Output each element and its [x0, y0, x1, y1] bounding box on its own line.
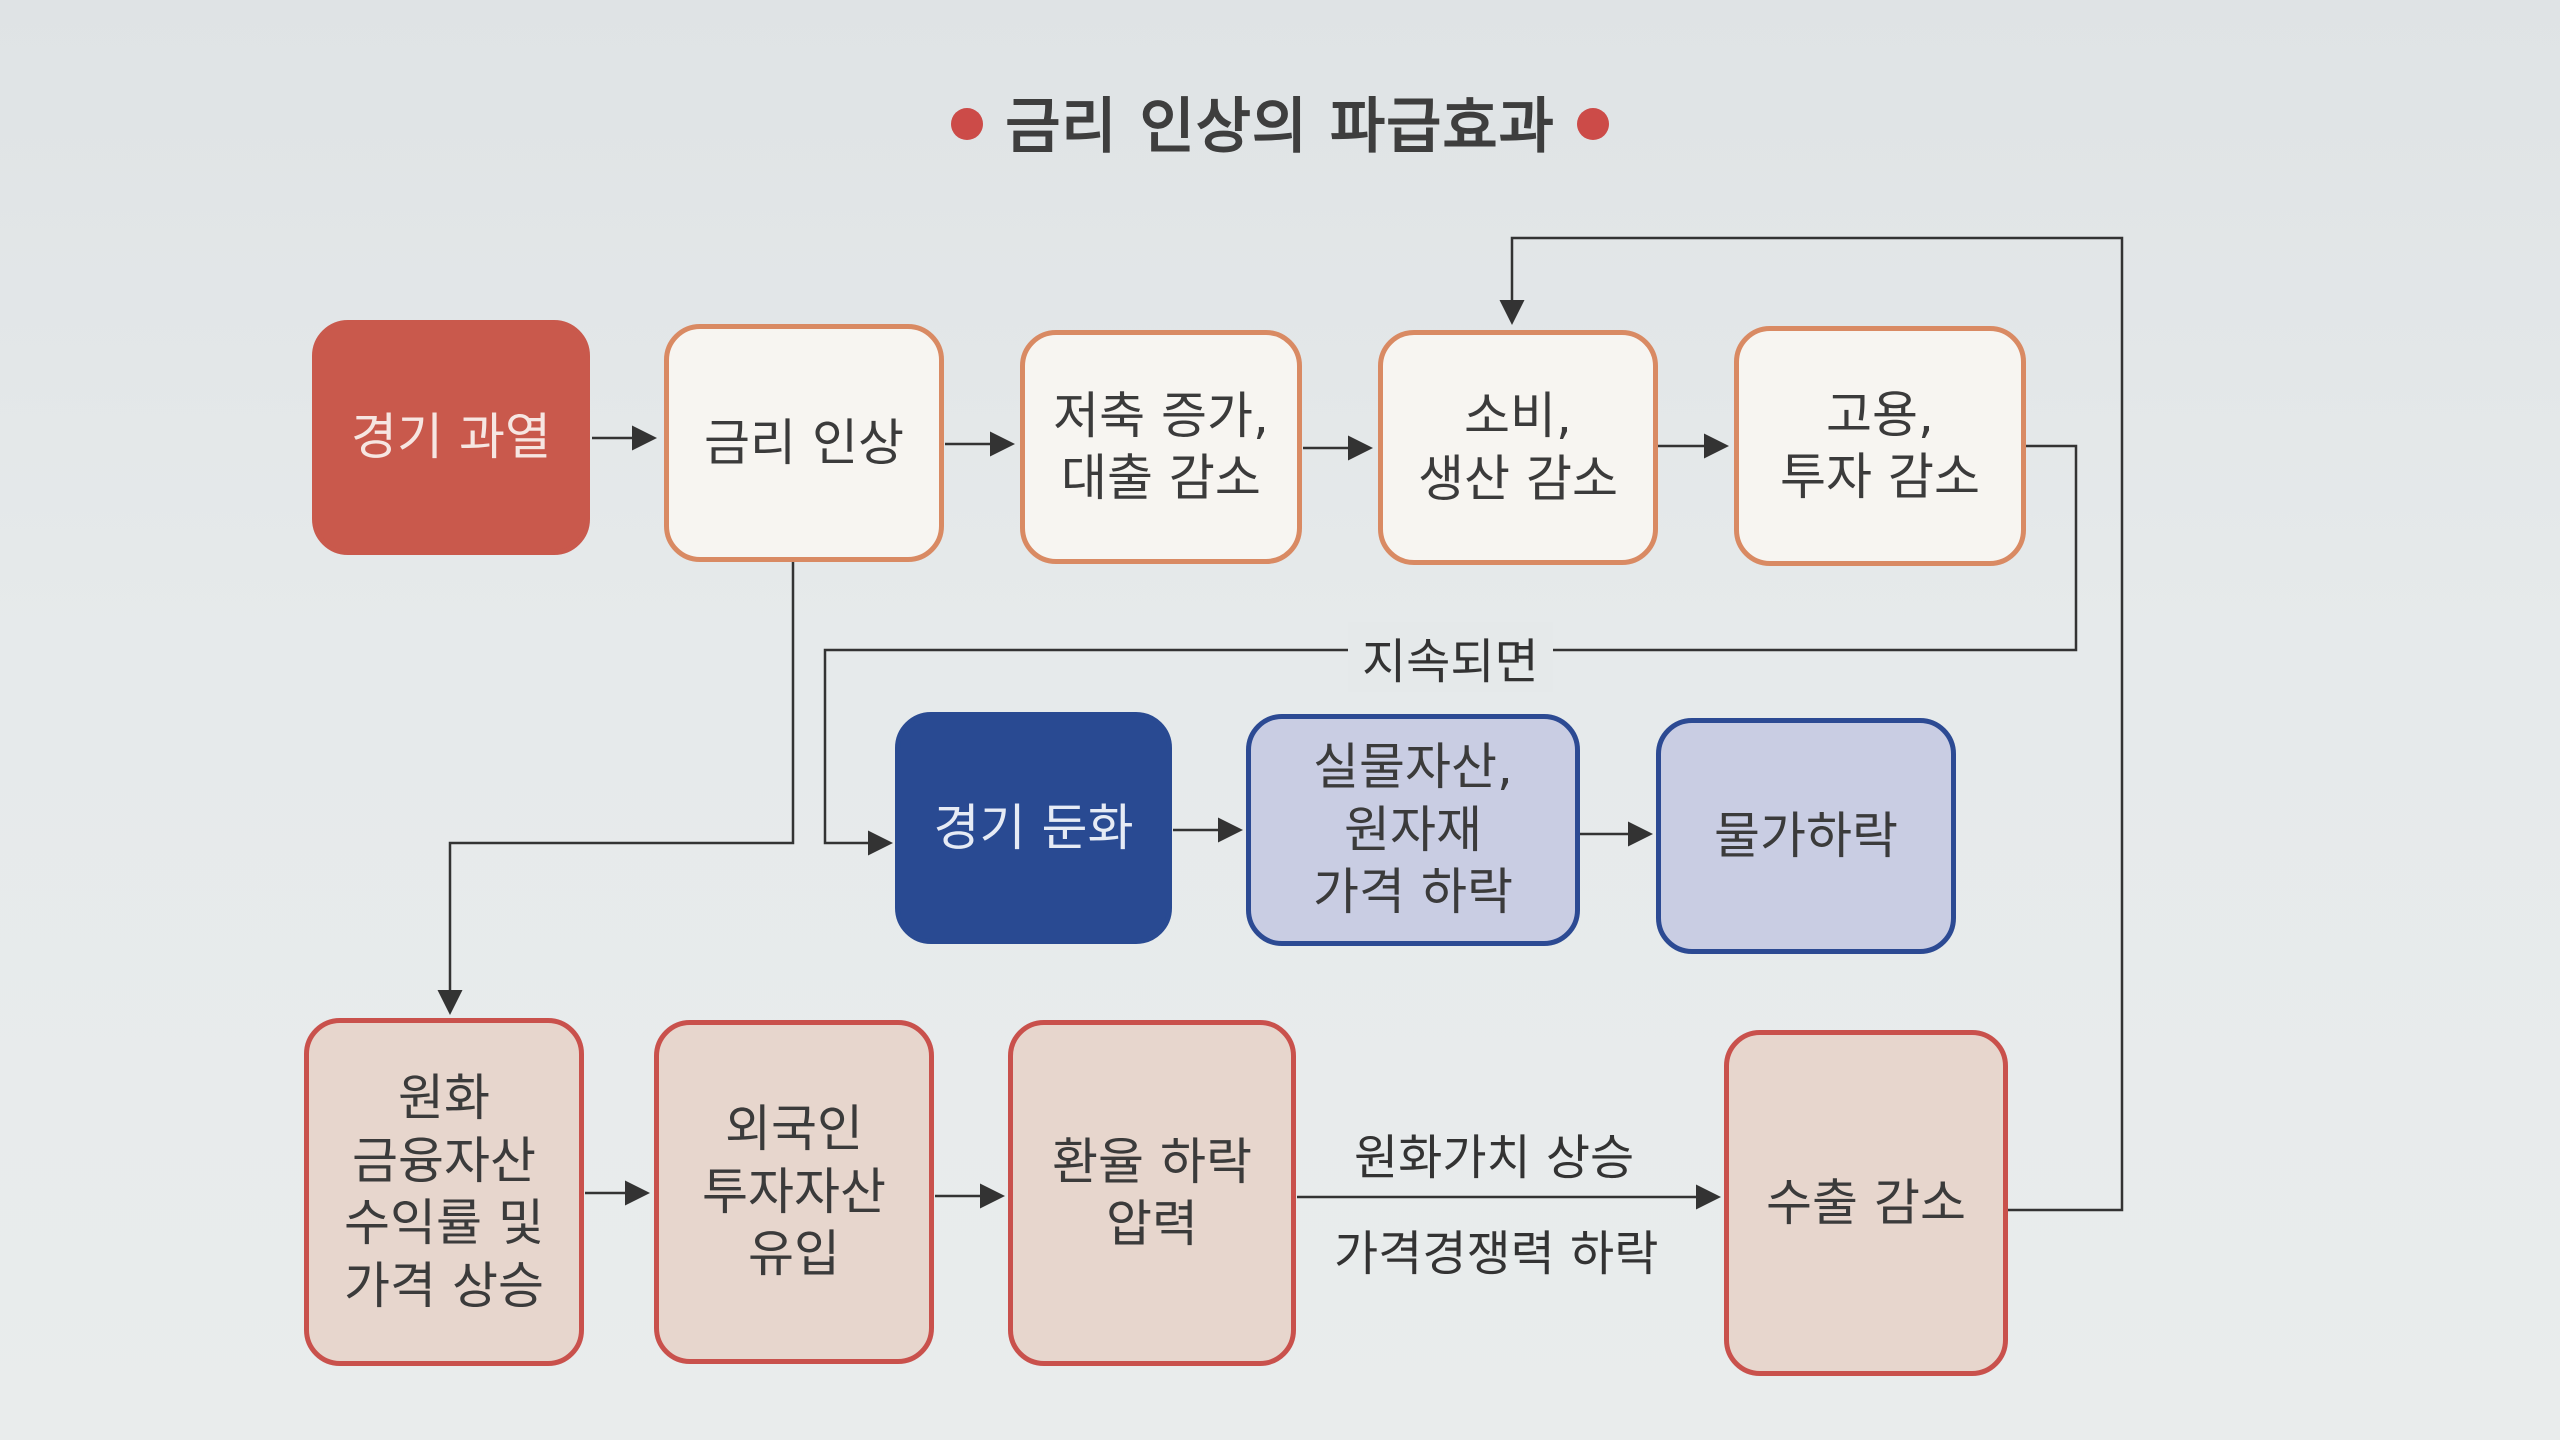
node-label: 원화 금융자산 수익률 및 가격 상승 [344, 1069, 544, 1315]
arrow-rate-to-won-assets [437, 562, 795, 1015]
title-bullet-left [951, 108, 984, 141]
node-savings-up-loans-down: 저축 증가, 대출 감소 [1020, 330, 1302, 564]
node-consumption-production-down: 소비, 생산 감소 [1378, 330, 1658, 565]
node-commodity-price-drop: 실물자산, 원자재 가격 하락 [1246, 714, 1580, 946]
node-foreign-investment-inflow: 외국인 투자자산 유입 [654, 1020, 934, 1364]
node-label: 수출 감소 [1766, 1173, 1966, 1232]
node-label: 외국인 투자자산 유입 [702, 1100, 886, 1284]
label-price-competitiveness-down: 가격경쟁력 하락 [1334, 1226, 1659, 1282]
label-won-value-up: 원화가치 상승 [1354, 1130, 1635, 1186]
node-label: 경기 둔화 [933, 798, 1134, 857]
node-label: 실물자산, 원자재 가격 하락 [1313, 738, 1513, 922]
title-text: 금리 인상의 파급효과 [1005, 92, 1555, 162]
node-label: 물가하락 [1714, 806, 1898, 865]
node-label: 소비, 생산 감소 [1418, 387, 1618, 508]
node-label: 금리 인상 [704, 413, 904, 472]
node-exchange-rate-down: 환율 하락 압력 [1008, 1020, 1296, 1366]
diagram-title: 금리 인상의 파급효과 [0, 78, 2560, 165]
node-price-level-drop: 물가하락 [1656, 718, 1956, 954]
node-label: 고용, 투자 감소 [1780, 385, 1980, 507]
label-sustained: 지속되면 [1348, 622, 1553, 692]
node-employment-investment-down: 고용, 투자 감소 [1734, 326, 2026, 566]
arrow-export-to-consumption [1499, 236, 2124, 1212]
node-label: 저축 증가, 대출 감소 [1053, 386, 1269, 508]
node-won-asset-returns-up: 원화 금융자산 수익률 및 가격 상승 [304, 1018, 584, 1366]
node-economic-slowdown: 경기 둔화 [895, 712, 1172, 944]
node-export-decrease: 수출 감소 [1724, 1030, 2008, 1376]
node-economic-boom: 경기 과열 [312, 320, 590, 555]
title-bullet-right [1576, 108, 1609, 141]
node-rate-hike: 금리 인상 [664, 324, 944, 562]
node-label: 환율 하락 압력 [1052, 1132, 1252, 1254]
node-label: 경기 과열 [351, 408, 551, 467]
